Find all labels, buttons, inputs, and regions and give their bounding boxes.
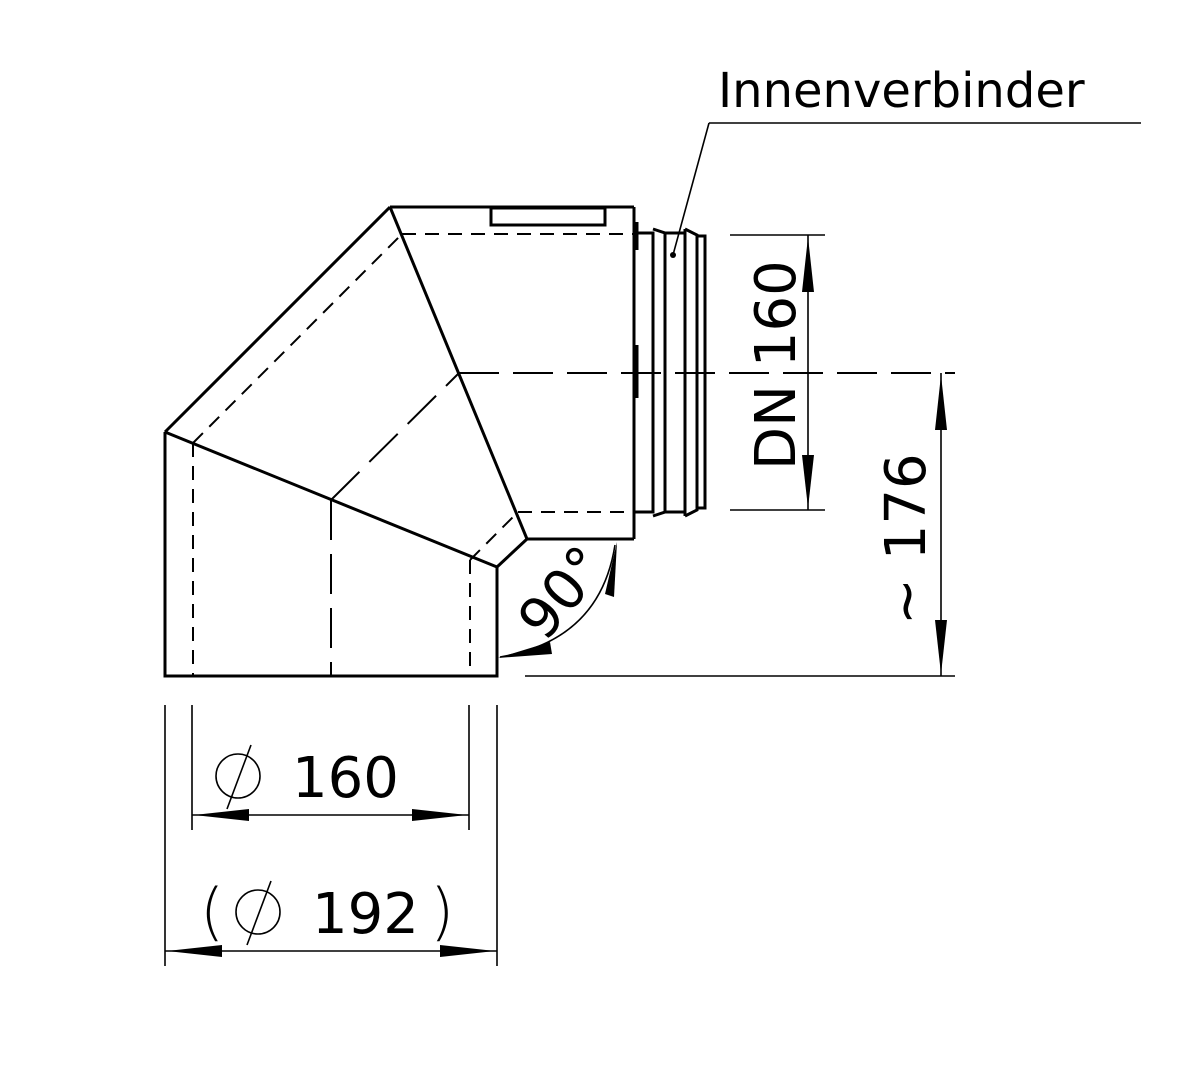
outer-diameter-dimension <box>164 705 498 966</box>
dn-label: DN 160 <box>744 260 809 470</box>
dn-dimension <box>730 234 825 511</box>
connector-leader <box>672 122 1141 256</box>
inner-diameter-label: 160 <box>292 746 399 811</box>
inner-diameter-dimension <box>191 705 470 830</box>
paren-open: ( <box>200 875 224 948</box>
height-label: ~ 176 <box>874 453 939 625</box>
inner-connector <box>634 227 707 518</box>
outer-diameter-label: 192 <box>312 882 419 947</box>
paren-close: ) <box>430 875 454 948</box>
height-dimension <box>525 373 955 677</box>
connector-label: Innenverbinder <box>718 63 1085 119</box>
angle-label: 90° <box>506 534 620 652</box>
angle-dimension <box>498 542 617 658</box>
hidden-lines <box>192 233 955 676</box>
